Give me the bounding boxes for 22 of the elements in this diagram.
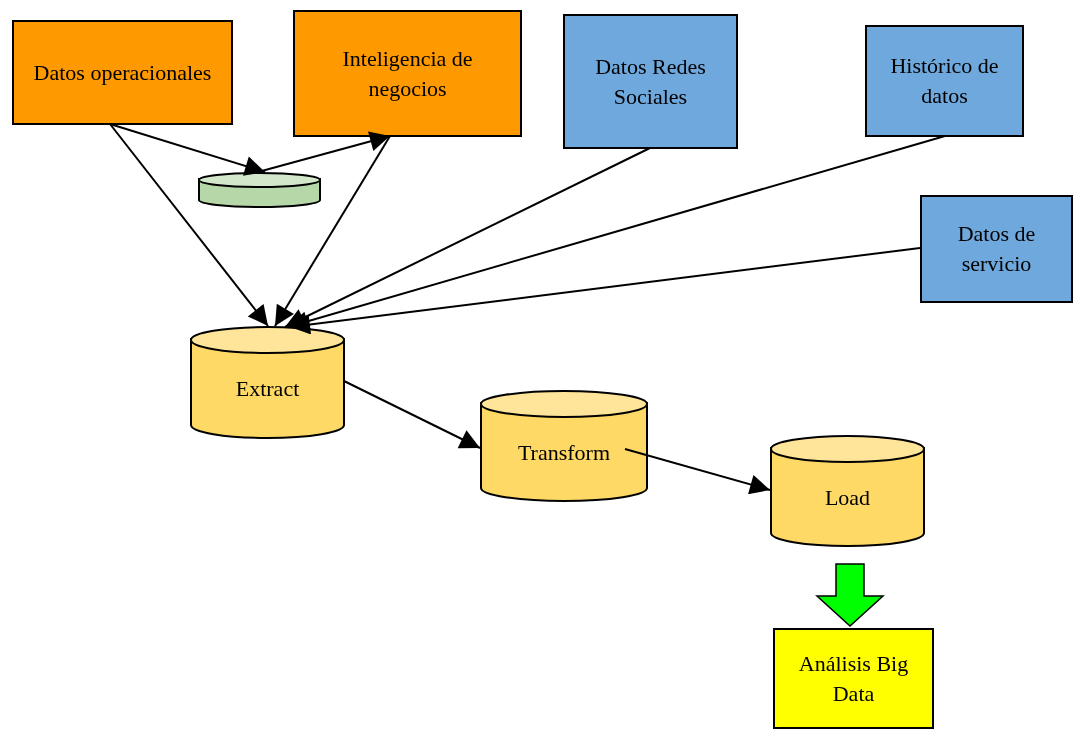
process-box xyxy=(293,10,522,137)
process-box xyxy=(12,20,233,125)
arrow xyxy=(624,448,771,495)
arrow xyxy=(343,380,481,449)
process-box xyxy=(563,14,738,149)
node-label: Datos Redes Sociales xyxy=(594,52,707,111)
arrow xyxy=(109,123,266,176)
node-label: Datos operacionales xyxy=(32,58,213,87)
node-label: Transform xyxy=(516,438,612,467)
node-label: Load xyxy=(823,483,872,512)
process-box xyxy=(920,195,1073,303)
arrow xyxy=(284,147,651,328)
arrow xyxy=(109,123,269,327)
node-label: Datos de servicio xyxy=(956,220,1037,278)
process-box xyxy=(865,25,1024,137)
node-label: Inteligencia de negocios xyxy=(341,44,474,103)
node-label: Análisis Big Data xyxy=(797,649,910,708)
node-label: Histórico de datos xyxy=(889,52,1000,110)
process-box xyxy=(773,628,934,729)
block-arrow xyxy=(815,563,885,627)
node-label: Extract xyxy=(234,375,301,403)
arrow xyxy=(274,135,391,327)
